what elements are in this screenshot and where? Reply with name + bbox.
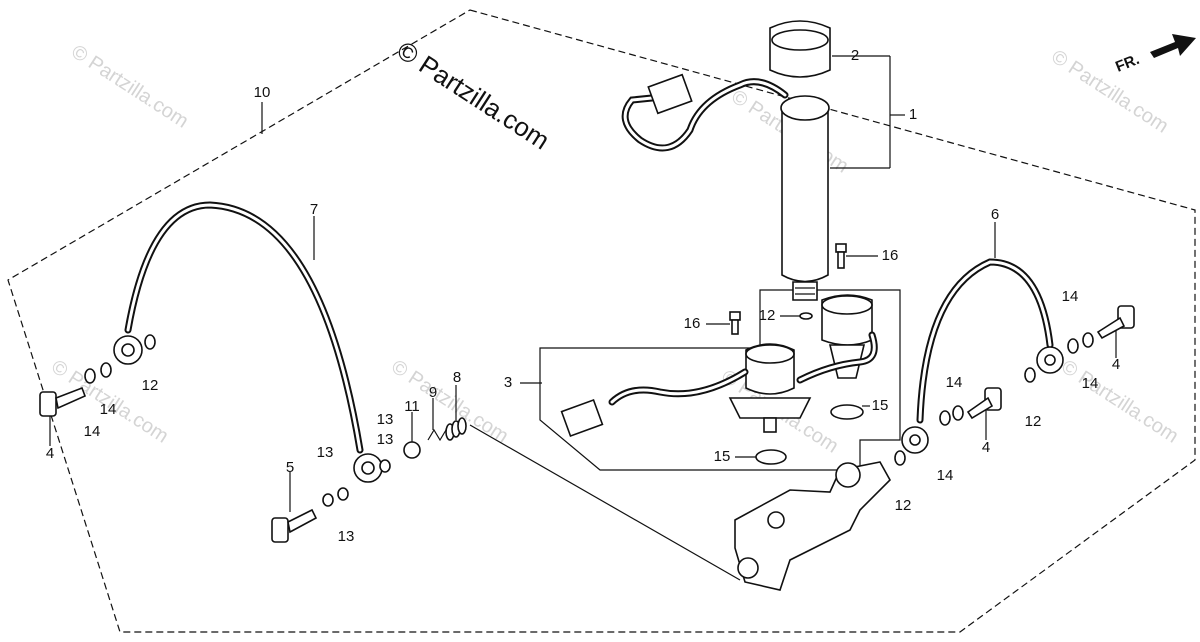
callout-16b: 16 [684,315,701,332]
solenoid-assembly-part [560,294,878,438]
bolt-4-left [39,386,87,417]
front-label: FR. [1113,51,1142,76]
oring-15-b [755,449,787,465]
callout-16a: 16 [882,247,899,264]
callout-12a: 12 [142,377,159,394]
callout-14b: 14 [84,423,101,440]
short-hose-part [901,258,1064,454]
cylinder-wire [621,73,789,152]
solenoid-connector-icon [560,398,604,438]
callouts: 1 2 3 4 4 4 5 6 7 8 9 10 11 12 12 12 12 … [46,47,1120,545]
front-arrow-icon [1150,34,1196,58]
oring-15-a [830,404,864,420]
callout-15a: 15 [872,397,889,414]
callout-5: 5 [286,459,294,476]
callout-14f: 14 [1082,375,1099,392]
callout-8: 8 [453,369,461,386]
clip-9 [427,428,447,442]
callout-14c: 14 [946,374,963,391]
callout-14a: 14 [100,401,117,418]
watermark-1: © Partzilla.com [67,41,192,133]
callout-14e: 14 [1062,288,1079,305]
callout-4a: 4 [46,445,54,462]
callout-6: 6 [991,206,999,223]
cylinder-part [780,95,830,301]
leader-lines [49,55,1117,581]
connector-icon [647,73,693,115]
callout-7: 7 [310,201,318,218]
assembly-boundary [7,9,1196,633]
callout-4c: 4 [1112,356,1120,373]
callout-12c: 12 [1025,413,1042,430]
manifold-part [734,461,891,591]
callout-14d: 14 [937,467,954,484]
callout-4b: 4 [982,439,990,456]
bolt-16-right [835,243,847,269]
watermark-3: © Partzilla.com [1047,46,1172,138]
bolt-16-left [729,311,741,335]
washer-12-center [799,312,813,320]
solenoid-assembly-box [539,289,901,471]
callout-2: 2 [851,47,859,64]
callout-11: 11 [404,398,420,415]
front-direction-indicator: FR. [1113,34,1196,76]
bolt-4-right [1096,305,1135,340]
bolt-5 [271,508,318,543]
callout-10: 10 [254,84,271,101]
callout-13c: 13 [338,528,355,545]
callout-15b: 15 [714,448,731,465]
ball-11 [403,441,421,459]
bolt-4-mid [966,387,1002,420]
callout-13a: 13 [377,411,394,428]
copyright-text: © Partzilla.com [392,35,555,156]
callout-13d: 13 [377,431,394,448]
long-hose-part [113,201,383,483]
callout-1: 1 [909,106,917,123]
callout-9: 9 [429,384,437,401]
spring-8 [445,417,467,441]
callout-13b: 13 [317,444,334,461]
callout-12b: 12 [895,497,912,514]
callout-12d: 12 [759,307,776,324]
watermarks: © Partzilla.com © Partzilla.com © Partzi… [47,41,1182,458]
washers [84,332,1094,507]
callout-3: 3 [504,374,512,391]
cap-part [769,20,831,78]
